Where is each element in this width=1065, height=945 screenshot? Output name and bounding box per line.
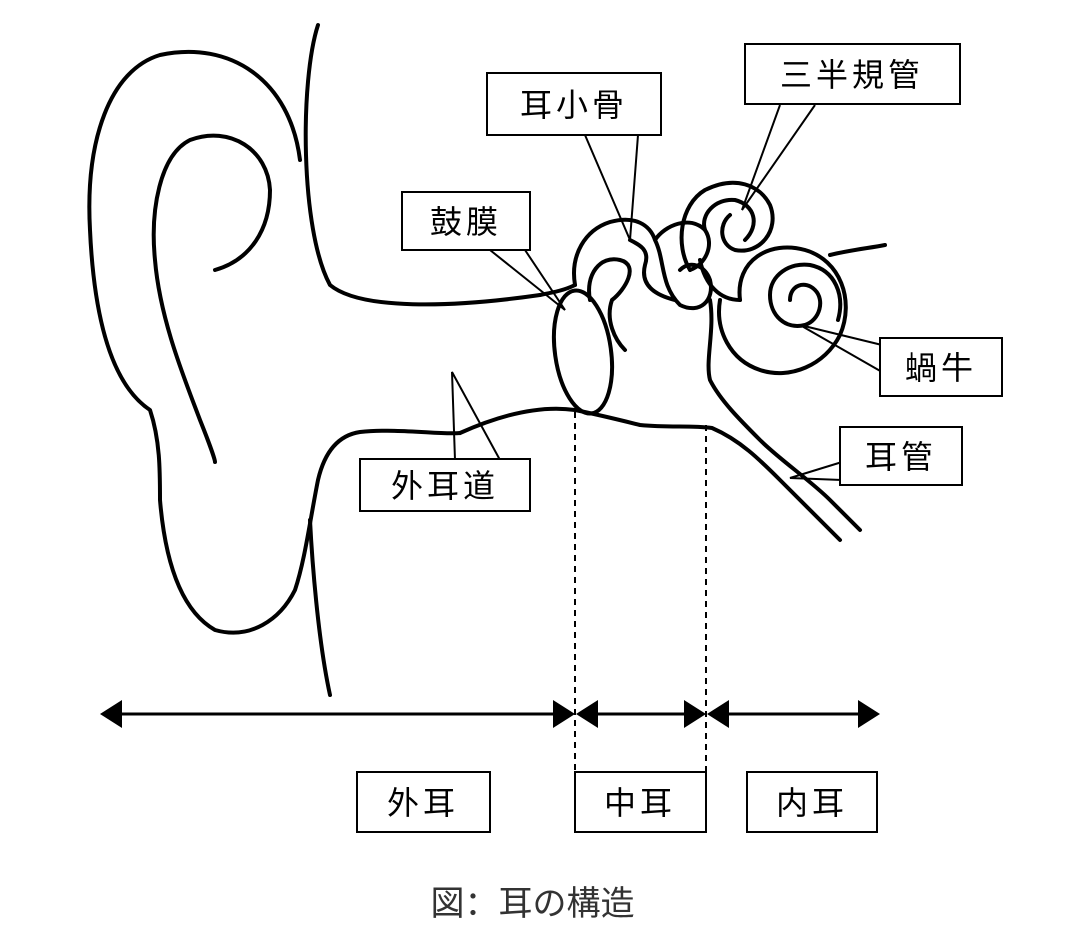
canal-upper-wall [538, 283, 577, 297]
figure-caption: 図：耳の構造 [430, 884, 635, 924]
head-outline [308, 518, 332, 697]
label-box-outer-ear [356, 771, 491, 833]
auricle-outline [87, 23, 542, 635]
label-box-ear-canal [359, 458, 531, 512]
leader-cochlea [799, 324, 883, 373]
label-eustachian-tube: 耳管 [865, 438, 937, 476]
label-cochlea: 蝸牛 [905, 349, 977, 387]
label-eardrum: 鼓膜 [430, 203, 502, 241]
label-box-cochlea [879, 337, 1003, 397]
label-outer-ear: 外耳 [387, 784, 459, 822]
label-box-eardrum [401, 191, 531, 251]
inner-ear-tube [706, 298, 862, 532]
arrowhead-inner-right [858, 700, 880, 728]
arrowhead-middle-right [684, 700, 706, 728]
label-box-semicircular-canals [744, 43, 961, 105]
arrowhead-inner-left [707, 700, 729, 728]
eardrum-shape [551, 288, 615, 416]
canal-lower-wall [458, 406, 842, 542]
leader-semicircular-canals [741, 104, 816, 211]
label-middle-ear: 中耳 [604, 784, 676, 822]
ossicles-shape [572, 217, 713, 352]
leader-eardrum [489, 249, 566, 311]
label-ossicles: 耳小骨 [520, 86, 628, 124]
label-box-eustachian-tube [839, 426, 963, 486]
semicircular-canals-shape [679, 180, 775, 302]
arrowhead-middle-left [576, 700, 598, 728]
leader-ossicles [584, 134, 639, 241]
cochlea-shape [717, 243, 887, 376]
label-box-middle-ear [574, 771, 707, 833]
leader-eustachian-tube [789, 461, 843, 481]
label-box-inner-ear [746, 771, 878, 833]
label-box-ossicles [486, 72, 662, 136]
label-ear-canal: 外耳道 [391, 467, 499, 505]
helix-inner-curl [151, 133, 272, 464]
arrowhead-outer-right [553, 700, 575, 728]
label-inner-ear: 内耳 [776, 784, 848, 822]
leader-ear-canal [451, 371, 501, 461]
arrowhead-outer-left [100, 700, 122, 728]
label-semicircular-canals: 三半規管 [780, 56, 924, 94]
